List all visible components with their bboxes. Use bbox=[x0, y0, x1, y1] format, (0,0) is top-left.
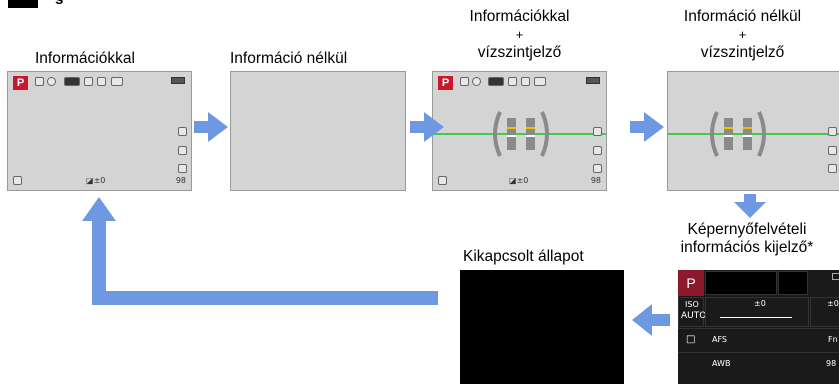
format-icon bbox=[64, 77, 80, 86]
shots-remaining: 98 bbox=[175, 176, 186, 185]
side-icon-3 bbox=[828, 164, 837, 173]
label-info: Információkkal bbox=[35, 50, 135, 67]
battery-icon bbox=[171, 77, 185, 84]
af-icon bbox=[97, 77, 106, 86]
side-icon-1 bbox=[178, 127, 187, 136]
side-icon-2 bbox=[593, 146, 602, 155]
cropped-header: s bbox=[0, 0, 839, 8]
shots-remaining: 98 bbox=[590, 176, 601, 185]
quality-icon bbox=[460, 77, 469, 86]
side-icon-1 bbox=[828, 127, 837, 136]
side-icon-3 bbox=[178, 164, 187, 173]
exposure-comp: ◪±0 bbox=[86, 176, 106, 185]
level-line bbox=[433, 133, 606, 135]
return-arrow bbox=[82, 197, 438, 305]
metering-icon bbox=[111, 77, 123, 86]
level-gauge-icon bbox=[710, 111, 766, 157]
size-icon bbox=[84, 77, 93, 86]
label-noinfo-level: Információ nélkül + vízszintjelző bbox=[683, 8, 802, 61]
size-icon bbox=[508, 77, 517, 86]
photo-style-icon bbox=[438, 176, 447, 185]
screen-info-level: P ◪±0 98 bbox=[432, 71, 607, 191]
side-icon-2 bbox=[178, 146, 187, 155]
mode-badge: P bbox=[678, 270, 704, 296]
level-line bbox=[668, 133, 839, 135]
photo-style-icon bbox=[13, 176, 22, 185]
quality-icon bbox=[35, 77, 44, 86]
battery-icon bbox=[586, 77, 600, 84]
metering-icon bbox=[534, 77, 546, 86]
level-gauge-icon bbox=[493, 111, 549, 157]
side-icon-1 bbox=[593, 127, 602, 136]
battery-icon bbox=[832, 273, 839, 280]
screen-noinfo-level bbox=[667, 71, 839, 191]
control-row-3: AWB 98 bbox=[678, 352, 839, 375]
iso-cell: ISO AUTO bbox=[678, 297, 706, 327]
arrow-down bbox=[734, 194, 766, 218]
control-row-2: □ AFS Fn bbox=[678, 328, 839, 351]
side-icon-2 bbox=[828, 146, 837, 155]
format-icon bbox=[488, 77, 504, 86]
side-icon-3 bbox=[593, 164, 602, 173]
aperture-box bbox=[778, 271, 808, 295]
screen-info: P ◪±0 98 bbox=[7, 71, 192, 191]
af-icon bbox=[521, 77, 530, 86]
arrow-right-1 bbox=[194, 112, 228, 142]
arrow-left bbox=[632, 304, 670, 336]
label-info-level: Információkkal + vízszintjelző bbox=[469, 8, 570, 61]
arrow-right-2 bbox=[410, 112, 444, 142]
arrow-right-3 bbox=[630, 112, 664, 142]
mode-badge: P bbox=[438, 76, 453, 90]
shutter-box bbox=[705, 271, 777, 295]
stabilizer-icon bbox=[47, 77, 56, 86]
screen-noinfo bbox=[230, 71, 406, 191]
label-control-panel: Képernyőfelvételi információs kijelző* bbox=[680, 221, 814, 256]
control-panel-screen: P ISO AUTO ±0 ±0 □ AFS Fn AWB 98 bbox=[678, 270, 839, 384]
flash-exp-cell: ±0 bbox=[810, 297, 839, 327]
screen-off bbox=[460, 270, 624, 384]
mode-badge: P bbox=[13, 76, 28, 90]
label-off: Kikapcsolt állapot bbox=[463, 248, 584, 265]
stabilizer-icon bbox=[472, 77, 481, 86]
label-noinfo: Információ nélkül bbox=[230, 50, 348, 67]
exposure-scale: ±0 bbox=[705, 297, 809, 327]
exposure-comp: ◪±0 bbox=[509, 176, 529, 185]
